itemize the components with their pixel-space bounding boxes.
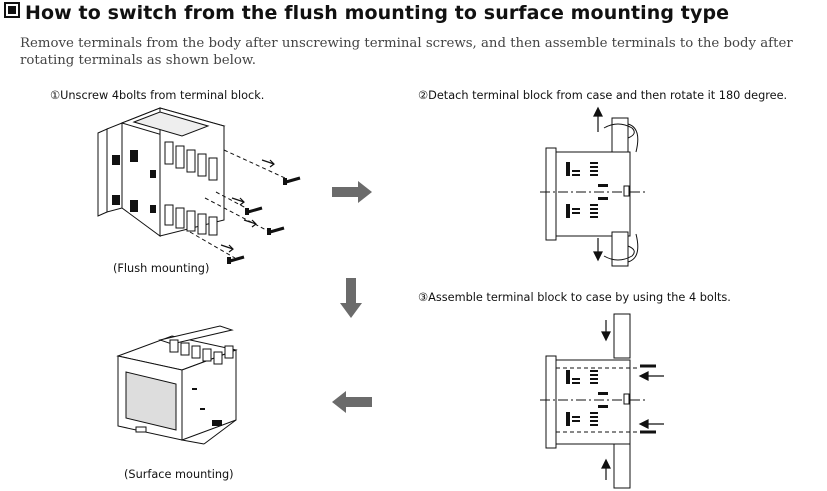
- surface-caption: (Surface mounting): [124, 468, 234, 481]
- surface-mount-unit: [116, 325, 238, 445]
- step3-label: ③Assemble terminal block to case by usin…: [418, 291, 731, 304]
- page-title-text: How to switch from the flush mounting to…: [25, 2, 730, 24]
- flush-mount-unit: [97, 107, 226, 237]
- bolt-icon: [225, 176, 302, 266]
- step3-arrows: [601, 320, 664, 480]
- right-arrow-icon: [332, 181, 372, 203]
- step1-label: ①Unscrew 4bolts from terminal block.: [50, 89, 265, 102]
- description: Remove terminals from the body after uns…: [20, 36, 793, 68]
- step3-bolts: [640, 364, 656, 434]
- left-arrow-icon: [332, 391, 372, 413]
- square-bullet-icon: [4, 2, 20, 18]
- step2-label: ②Detach terminal block from case and the…: [418, 89, 788, 102]
- page-title: How to switch from the flush mounting to…: [4, 2, 729, 24]
- step2-arrows: [593, 106, 603, 262]
- small-arrow-icons: [220, 159, 275, 253]
- step2-side-view: [540, 117, 646, 267]
- bolt-paths: [189, 149, 286, 259]
- down-arrow-icon: [340, 278, 362, 318]
- step3-side-view: [540, 313, 646, 489]
- flush-caption: (Flush mounting): [113, 262, 210, 275]
